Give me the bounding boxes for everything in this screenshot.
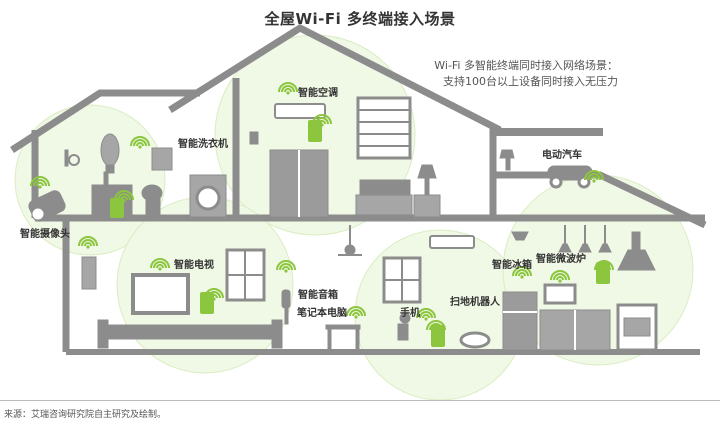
wifi-icon-dining xyxy=(426,320,446,333)
garage-roof xyxy=(493,128,603,136)
wifi-icon-wall xyxy=(78,236,98,249)
mirror-icon xyxy=(100,133,120,174)
wifi-icon-laptop xyxy=(346,306,366,319)
wifi-icon-washer xyxy=(114,190,134,203)
wifi-icon-fridge xyxy=(512,266,532,279)
wifi-icon-car xyxy=(584,170,604,183)
ceiling-light-icon xyxy=(511,231,529,241)
coverage-circle-diningroom xyxy=(354,229,526,401)
aircon-icon xyxy=(274,103,326,119)
router-icon-washer xyxy=(110,198,124,218)
shower-icon xyxy=(64,149,80,167)
wifi-icon-phone xyxy=(416,308,436,321)
chandelier-icon xyxy=(338,225,362,256)
person-icon xyxy=(397,312,411,341)
oven-icon xyxy=(616,303,658,352)
tv-icon xyxy=(131,273,190,315)
robot-icon xyxy=(459,331,491,349)
sofa-icon xyxy=(97,319,283,349)
label-speaker: 智能音箱 xyxy=(298,290,338,301)
wifi-icon-bathroom xyxy=(130,136,150,149)
cabinet-icon xyxy=(539,309,611,351)
page-title: 全屋Wi-Fi 多终端接入场景 xyxy=(264,10,456,28)
label-microwave: 智能微波炉 xyxy=(536,254,586,265)
range-hood-icon xyxy=(617,231,656,271)
wifi-icon-livingroom xyxy=(204,288,224,301)
label-phone: 手机 xyxy=(400,308,420,319)
label-fridge: 智能冰箱 xyxy=(492,260,532,271)
garage-light-icon xyxy=(499,149,515,171)
source-note: 来源：艾瑞咨询研究院自主研究及绘制。 xyxy=(4,410,167,420)
camera-icon xyxy=(28,190,66,222)
router-icon-bedroom xyxy=(308,120,322,142)
window-icon-dining xyxy=(382,256,422,304)
speaker-icon xyxy=(281,289,291,325)
window-icon-living xyxy=(225,248,266,302)
label-car: 电动汽车 xyxy=(542,150,582,161)
fridge-icon xyxy=(502,291,538,351)
car-icon xyxy=(547,165,593,189)
wifi-icon-tv xyxy=(150,258,170,271)
nightstand-icon xyxy=(413,194,441,218)
wifi-icon-camera xyxy=(30,176,50,189)
wifi-icon-microwave xyxy=(550,270,570,283)
desk-icon xyxy=(325,324,361,350)
switch-icon xyxy=(249,131,259,145)
wall-panel-icon xyxy=(81,256,97,290)
microwave-icon xyxy=(543,283,577,305)
label-robot: 扫地机器人 xyxy=(450,297,500,308)
wifi-icon-kitchen xyxy=(594,260,614,273)
label-aircon: 智能空调 xyxy=(298,88,338,99)
kitchen-roof xyxy=(493,171,707,229)
wifi-icon-bedroom xyxy=(312,114,332,127)
footer-divider xyxy=(0,400,720,401)
blinds-icon xyxy=(356,96,412,160)
pendant-lamp-icon xyxy=(558,225,612,253)
subtitle-line-2: 支持100台以上设备同时接入无压力 xyxy=(443,75,618,88)
label-washer: 智能洗衣机 xyxy=(178,139,228,150)
washer-icon xyxy=(189,174,227,218)
main-roof xyxy=(168,23,502,134)
bed-icon xyxy=(355,179,413,216)
label-laptop: 笔记本电脑 xyxy=(297,308,347,319)
left-roof xyxy=(10,89,200,153)
subtitle-line-1: Wi-Fi 多智能终端同时接入网络场景： xyxy=(434,59,618,72)
wardrobe-icon xyxy=(269,149,329,218)
wifi-icon-aircon xyxy=(278,82,298,95)
wifi-icon-speaker xyxy=(276,260,296,273)
toilet-icon xyxy=(141,184,163,217)
towel-icon xyxy=(151,147,173,171)
label-camera: 智能摄像头 xyxy=(20,229,70,240)
aircon-icon-dining xyxy=(429,235,475,249)
label-tv: 智能电视 xyxy=(174,260,214,271)
